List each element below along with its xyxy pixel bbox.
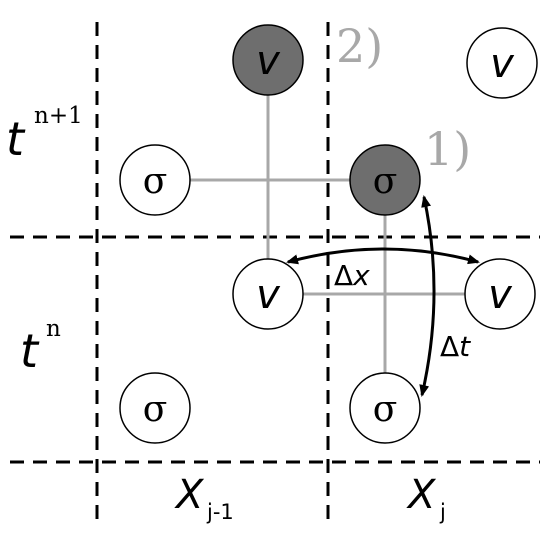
delta-t-arrow xyxy=(419,195,436,397)
time-lower-symbol: t xyxy=(20,324,40,378)
step-2-label: 2) xyxy=(336,19,383,73)
v-node-top-right: v xyxy=(466,27,538,99)
sigma-node-lower-left-label: σ xyxy=(143,389,168,430)
space-label-left: X j-1 xyxy=(174,472,234,524)
sigma-node-lower-right: σ xyxy=(349,372,421,444)
v-node-mid-left: v xyxy=(232,258,304,330)
space-right-subscript: j xyxy=(439,500,446,524)
space-label-right: X j xyxy=(406,472,446,524)
space-right-symbol: X xyxy=(406,472,437,518)
grid-lines xyxy=(10,22,540,520)
v-node-mid-right: v xyxy=(464,258,536,330)
time-upper-symbol: t xyxy=(6,112,26,166)
time-lower-superscript: n xyxy=(46,316,61,342)
increment-arrows xyxy=(286,195,480,397)
v-node-top-highlighted-label: v xyxy=(256,38,281,84)
v-node-top-highlighted: v xyxy=(232,24,304,96)
delta-x-variable: x xyxy=(352,259,370,292)
delta-t-label: Δt xyxy=(440,330,471,363)
sigma-node-upper-left-label: σ xyxy=(143,161,168,202)
time-label-lower: t n xyxy=(20,316,61,378)
delta-x-arrow xyxy=(286,247,480,265)
delta-x-label: Δx xyxy=(334,259,370,292)
sigma-node-lower-right-label: σ xyxy=(373,389,398,430)
space-left-symbol: X xyxy=(174,472,205,518)
sigma-node-lower-left: σ xyxy=(119,372,191,444)
delta-x-delta-symbol: Δ xyxy=(334,259,353,292)
delta-t-variable: t xyxy=(459,330,471,363)
sigma-node-upper-left: σ xyxy=(119,144,191,216)
v-node-mid-left-label: v xyxy=(256,272,281,318)
sigma-node-upper-highlighted-label: σ xyxy=(373,161,398,202)
sigma-node-upper-highlighted: σ xyxy=(349,144,421,216)
space-left-subscript: j-1 xyxy=(206,500,234,524)
v-node-top-right-label: v xyxy=(490,41,515,87)
v-node-mid-right-label: v xyxy=(488,272,513,318)
nodes: v v σ σ v v σ σ xyxy=(119,24,538,444)
time-upper-superscript: n+1 xyxy=(34,103,83,129)
time-label-upper: t n+1 xyxy=(6,103,83,166)
delta-t-delta-symbol: Δ xyxy=(440,330,459,363)
connector-lines xyxy=(155,60,500,408)
step-1-label: 1) xyxy=(424,122,471,176)
